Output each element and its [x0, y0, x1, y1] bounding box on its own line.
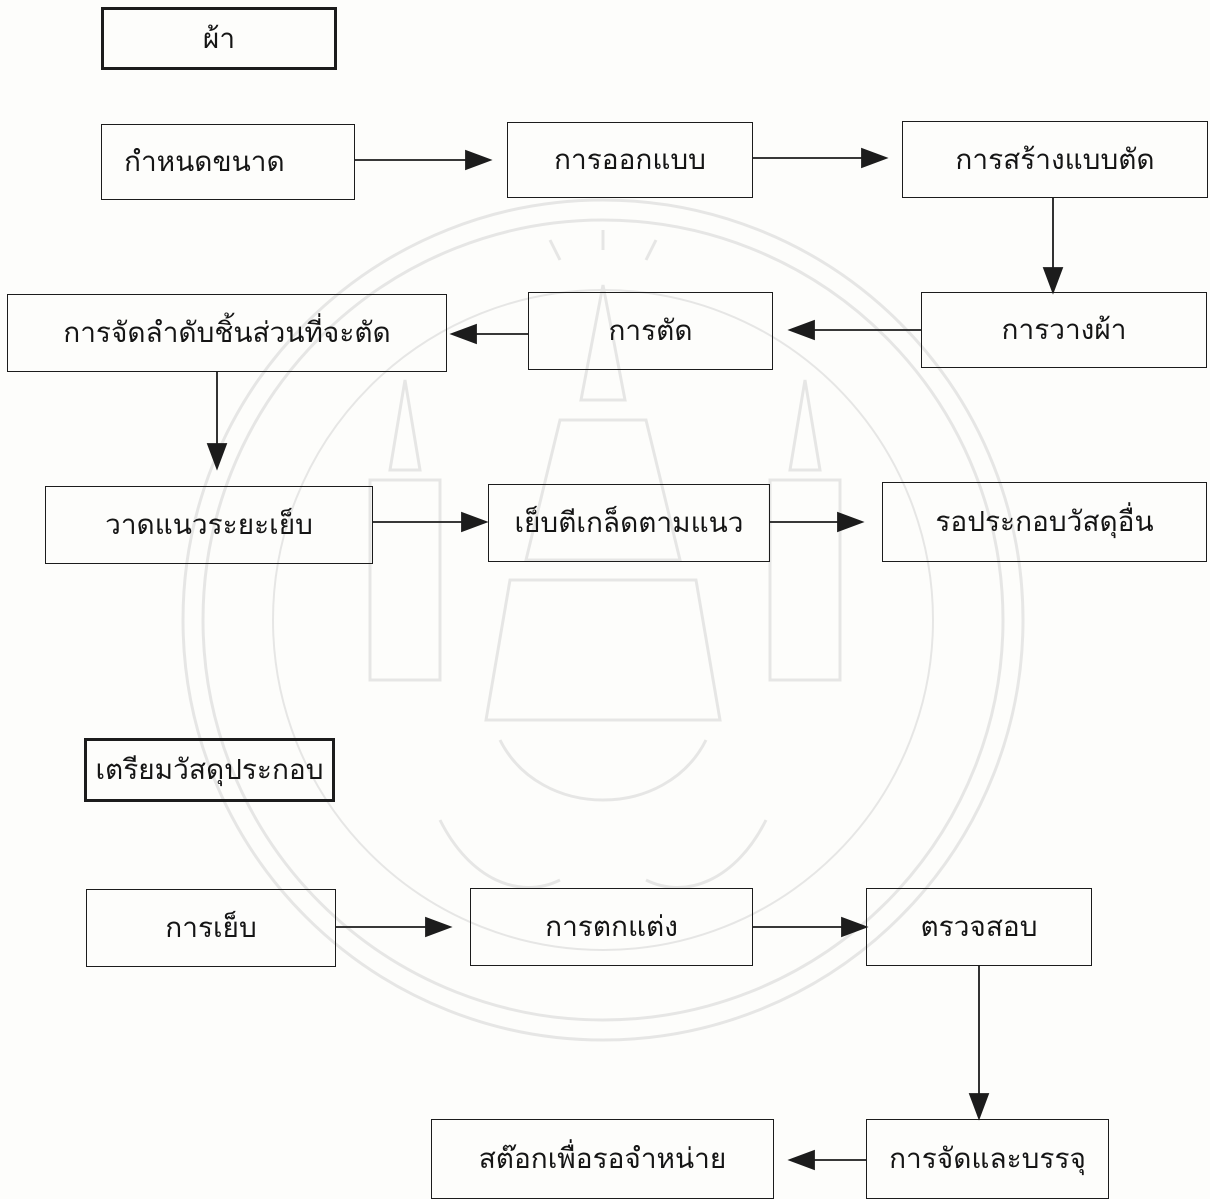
step-decorating: การตกแต่ง	[470, 888, 753, 966]
step-label: การเย็บ	[165, 911, 257, 944]
step-label: วาดแนวระยะเย็บ	[105, 508, 313, 541]
step-label: กำหนดขนาด	[124, 145, 285, 178]
step-sewing: การเย็บ	[86, 889, 336, 967]
step-label: รอประกอบวัสดุอื่น	[935, 505, 1154, 538]
step-stock: สต๊อกเพื่อรอจำหน่าย	[431, 1119, 774, 1199]
section-title-fabric-label: ผ้า	[202, 21, 236, 55]
step-label: การวางผ้า	[1001, 313, 1127, 346]
step-label: ตรวจสอบ	[920, 910, 1038, 943]
step-await-materials: รอประกอบวัสดุอื่น	[882, 482, 1207, 562]
step-label: การจัดลำดับชิ้นส่วนที่จะตัด	[63, 316, 391, 349]
step-packing: การจัดและบรรจุ	[866, 1119, 1109, 1199]
step-inspection: ตรวจสอบ	[866, 888, 1092, 966]
arrowhead	[465, 149, 493, 171]
step-mark-seams: วาดแนวระยะเย็บ	[45, 486, 373, 564]
step-label: การตัด	[608, 314, 693, 347]
section-title-fabric: ผ้า	[101, 7, 337, 70]
section-title-materials: เตรียมวัสดุประกอบ	[84, 738, 335, 802]
step-label: สต๊อกเพื่อรอจำหน่าย	[478, 1142, 727, 1175]
step-label: การออกแบบ	[554, 143, 706, 176]
step-lay-fabric: การวางผ้า	[921, 292, 1207, 368]
step-label: การสร้างแบบตัด	[955, 142, 1155, 176]
section-title-materials-label: เตรียมวัสดุประกอบ	[95, 753, 324, 786]
step-label: เย็บตีเกล็ดตามแนว	[514, 506, 744, 539]
step-cutting: การตัด	[528, 292, 773, 370]
step-design: การออกแบบ	[507, 122, 753, 198]
step-label: การตกแต่ง	[545, 910, 678, 943]
step-order-pieces: การจัดลำดับชิ้นส่วนที่จะตัด	[7, 294, 447, 372]
step-tack-along-lines: เย็บตีเกล็ดตามแนว	[488, 484, 770, 562]
step-define-size: กำหนดขนาด	[101, 124, 355, 200]
step-make-pattern: การสร้างแบบตัด	[902, 121, 1208, 198]
step-label: การจัดและบรรจุ	[889, 1142, 1086, 1175]
